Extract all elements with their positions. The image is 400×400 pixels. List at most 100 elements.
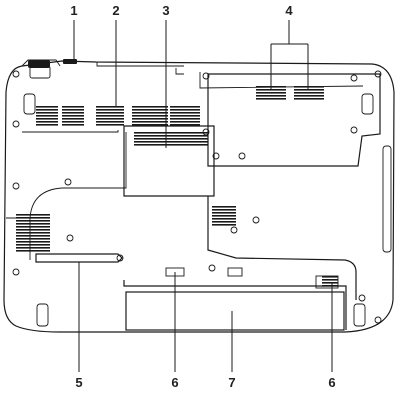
vent-slat (212, 215, 236, 217)
screw (12, 268, 20, 276)
vent-slat (134, 141, 208, 143)
vent-slat (16, 229, 50, 231)
screws (12, 70, 382, 324)
screw (350, 74, 358, 82)
vent-slat (36, 124, 58, 126)
leader-lines (73, 20, 333, 372)
vent-slat (96, 112, 124, 114)
vent-slat (132, 124, 168, 126)
screw (202, 128, 210, 136)
screw (374, 316, 382, 324)
vent-slat (322, 276, 338, 278)
vent-slat (36, 115, 58, 117)
vent-center-b (170, 106, 200, 126)
laptop-body-outline (3, 60, 395, 333)
vent-slat (16, 235, 50, 237)
vent-slat (212, 209, 236, 211)
vent-slat (294, 98, 324, 100)
screw (208, 264, 216, 272)
vent-slat (134, 144, 208, 146)
vent-slat (170, 109, 200, 111)
screw (12, 70, 20, 78)
vent-slat (96, 109, 124, 111)
vent-slat (134, 135, 208, 137)
hdd-cover-panel (123, 125, 215, 197)
vent-slat (322, 285, 338, 287)
vent-slat (16, 214, 50, 216)
vent-hdd (134, 132, 208, 146)
small-connector (227, 267, 243, 277)
vent-slat (132, 112, 168, 114)
screw (202, 72, 210, 80)
vent-slat (170, 115, 200, 117)
vent-slat (16, 232, 50, 234)
vent-slat (132, 109, 168, 111)
vent-slat (96, 115, 124, 117)
vent-left-lower (16, 214, 50, 252)
callout-5: 5 (75, 375, 82, 390)
screw (12, 182, 20, 190)
vent-slat (212, 224, 236, 226)
vent-slat (96, 118, 124, 120)
vent-slat (322, 279, 338, 281)
callout-4: 4 (285, 3, 293, 18)
screw (358, 294, 366, 302)
vent-slat (62, 115, 84, 117)
callout-7: 7 (228, 375, 235, 390)
vent-slat (256, 95, 286, 97)
vent-slat (36, 112, 58, 114)
vent-slat (36, 118, 58, 120)
vent-slat (256, 98, 286, 100)
screw (66, 234, 74, 242)
screw (12, 120, 20, 128)
vent-slat (36, 106, 58, 108)
vent-slat (294, 92, 324, 94)
vent-slat (62, 109, 84, 111)
vent-grilles (16, 86, 338, 287)
screw (350, 126, 358, 134)
rubber-feet (23, 93, 392, 327)
vent-slat (170, 118, 200, 120)
screw (212, 152, 220, 160)
vent-slat (134, 138, 208, 140)
vent-slat (132, 106, 168, 108)
panel-divider-lines (6, 62, 364, 260)
vent-slat (294, 89, 324, 91)
vent-slat (16, 223, 50, 225)
vent-battery-latch (322, 276, 338, 287)
vent-slat (256, 92, 286, 94)
vent-slat (96, 121, 124, 123)
vent-memory-right (294, 86, 324, 100)
vent-slat (212, 206, 236, 208)
vent-slat (16, 220, 50, 222)
vent-slat (294, 95, 324, 97)
vent-slat (170, 112, 200, 114)
screw (238, 152, 246, 160)
vent-slat (16, 217, 50, 219)
battery-bay-outline (123, 196, 357, 330)
vent-slat (36, 109, 58, 111)
screw (252, 216, 260, 224)
vent-left-c (96, 106, 124, 126)
vent-slat (16, 238, 50, 240)
screw (230, 226, 238, 234)
vent-slat (212, 212, 236, 214)
vent-slat (62, 124, 84, 126)
callout-2: 2 (112, 3, 119, 18)
vent-center-a (132, 106, 168, 126)
callout-6-right: 6 (328, 375, 335, 390)
vent-slat (132, 115, 168, 117)
vent-slat (62, 106, 84, 108)
vent-slat (16, 247, 50, 249)
vent-slat (16, 244, 50, 246)
vent-slat (294, 86, 324, 88)
vent-slat (16, 250, 50, 252)
vent-slat (16, 226, 50, 228)
memory-cover-panel (207, 73, 381, 167)
vent-left-b (62, 106, 84, 126)
screw (64, 178, 72, 186)
vent-slat (62, 118, 84, 120)
hinge-latch-left (21, 59, 77, 79)
vent-slat (96, 106, 124, 108)
